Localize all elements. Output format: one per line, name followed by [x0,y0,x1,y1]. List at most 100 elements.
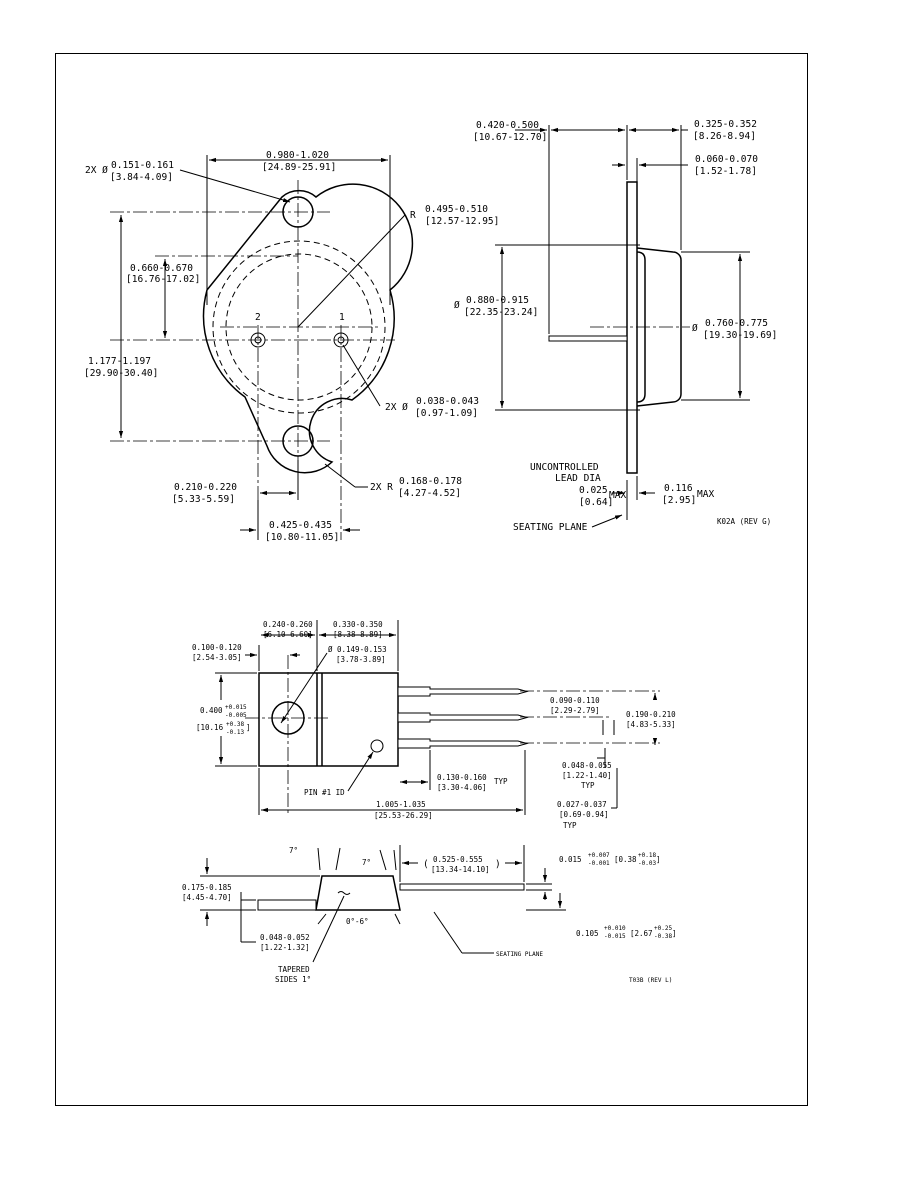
uncontrolled-line1: UNCONTROLLED [530,462,599,473]
corner-r-mm: [4.27-4.52] [398,488,461,499]
lead-t-mm-plus: +0.18 [638,852,656,859]
lead-t-tol-plus: +0.007 [588,852,610,859]
lead-offset-mm-minus: -0.38 [654,933,672,940]
pin-dia-prefix: 2X Ø [385,402,408,413]
t220-height-mm-minus: -0.13 [226,729,244,736]
tab-thk-mm: [1.22-1.32] [260,943,310,952]
to220-lead-side [399,883,525,891]
t220-height-inch: 0.400 [200,706,223,715]
lead-t-mm: [0.38 [614,855,637,864]
lead-offset-mm-close: ] [672,929,677,938]
cap-outline-dashed [212,240,386,414]
to220-tab-side [257,899,317,911]
lead-angle-ref [317,913,327,925]
t220-height-mm-close: ] [246,723,251,732]
max116-suffix: MAX [697,489,714,500]
lead-t-inch: 0.015 [559,855,582,864]
pin-dia-mm: [0.97-1.09] [415,408,478,419]
lead-len-close: ) [495,859,501,870]
to220-drawing-id: T03B (REV L) [629,977,672,984]
taper-mark [337,891,351,895]
hole-dia-mm: [3.84-4.09] [110,172,173,183]
t220-hole-leader [280,652,328,724]
flange [626,181,638,474]
cap-dia-inch: 0.880-0.915 [466,295,529,306]
side-height-mm: [8.26-8.94] [693,131,756,142]
t220-seating-label: SEATING PLANE [496,951,543,958]
lead-width-mm: [1.22-1.40] [562,771,612,780]
body-len-mm: [8.38-8.89] [333,630,383,639]
pin2-label: 2 [255,312,261,323]
pin-offset-inch: 0.210-0.220 [174,482,237,493]
lead-span-mm: [4.83-5.33] [626,720,676,729]
lead-len-open: ( [423,859,429,870]
t220-hole-offset-inch: 0.100-0.120 [192,643,242,652]
hole-dia-inch: 0.151-0.161 [111,160,174,171]
max116-mm: [2.95] [662,495,696,506]
lead-offset-tol-plus: +0.010 [604,925,626,932]
lead-base-mm: [3.30-4.06] [437,783,487,792]
body-dia-mm: [19.30-19.69] [703,330,777,341]
radius-inch: 0.495-0.510 [425,204,488,215]
pin-spacing-mm: [10.80-11.05] [265,532,339,543]
max116-inch: 0.116 [664,483,693,494]
angle-left-ref2 [335,847,341,871]
lead-offset-mm: [2.67 [630,929,653,938]
uncontrolled-line2: LEAD DIA [555,473,601,484]
flange-thk-mm: [1.52-1.78] [694,166,757,177]
uncontrolled-suffix: MAX [609,490,626,501]
overall-inch: 1.005-1.035 [376,800,426,809]
to3-side-view: 0.420-0.500 [10.67-12.70] 0.325-0.352 [8… [454,119,777,533]
lead-offset-mm-plus: +0.25 [654,925,672,932]
taper-leader [312,895,345,963]
to3-top-view: 2 1 0.980-1.020 [24.89-25.91] 2X Ø 0.151… [84,150,499,543]
lead-t-mm-close: ] [656,855,661,864]
lead-offset-tol-minus: -0.015 [604,933,626,940]
lead-thk-mm: [0.69-0.94] [559,810,609,819]
t220-seating-leader [433,911,463,954]
lead-len-inch: 0.525-0.555 [433,855,483,864]
cap-dia-prefix: Ø [454,300,460,311]
pin-dia-inch: 0.038-0.043 [416,396,479,407]
lead-3 [397,738,529,749]
to220-side-view: 7° 7° ( 0.525-0.555 [13.34-14.10] ) 0.01… [182,845,677,984]
lead-pitch-mm: [2.29-2.79] [550,706,600,715]
lead-1 [397,686,529,697]
lead-angle-ref2 [394,913,401,925]
side-height-inch: 0.325-0.352 [694,119,757,130]
width-inch: 0.980-1.020 [266,150,329,161]
body-dia-prefix: Ø [692,323,698,334]
angle-right-ref2 [393,849,397,871]
hole-offset-mm: [16.76-17.02] [126,274,200,285]
angle-left-ref [317,847,321,871]
lead-thk-inch: 0.027-0.037 [557,800,607,809]
hole-offset-inch: 0.660-0.670 [130,263,193,274]
hole-spacing-mm: [29.90-30.40] [84,368,158,379]
body-thk-inch: 0.175-0.185 [182,883,232,892]
pin1-id-dot [370,739,384,753]
angle-left-label: 7° [289,846,298,855]
uncontrolled-mm: [0.64] [579,497,613,508]
tab-width-mm: [6.10-6.60] [263,630,313,639]
side-length-inch: 0.420-0.500 [476,120,539,131]
cap-dia-mm: [22.35-23.24] [464,307,538,318]
flange-thk-inch: 0.060-0.070 [695,154,758,165]
to220-side-body [315,875,401,911]
width-mm: [24.89-25.91] [262,162,336,173]
lead-t-mm-minus: -0.03 [638,860,656,867]
body-len-inch: 0.330-0.350 [333,620,383,629]
tapered-line2: SIDES 1° [275,975,311,984]
lead-width-inch: 0.048-0.055 [562,761,612,770]
lead-angle-label: 0°-6° [346,917,369,926]
pin-dia-leader [342,344,381,407]
corner-r-leader [324,463,356,488]
lead-base-inch: 0.130-0.160 [437,773,487,782]
lead-t-tol-minus: -0.001 [588,860,610,867]
tab-width-inch: 0.240-0.260 [263,620,313,629]
radius-leader [297,214,406,328]
t220-height-mm-plus: +0.38 [226,721,244,728]
radius-mm: [12.57-12.95] [425,216,499,227]
t220-hole-offset-mm: [2.54-3.05] [192,653,242,662]
tab-thk-inch: 0.048-0.052 [260,933,310,942]
